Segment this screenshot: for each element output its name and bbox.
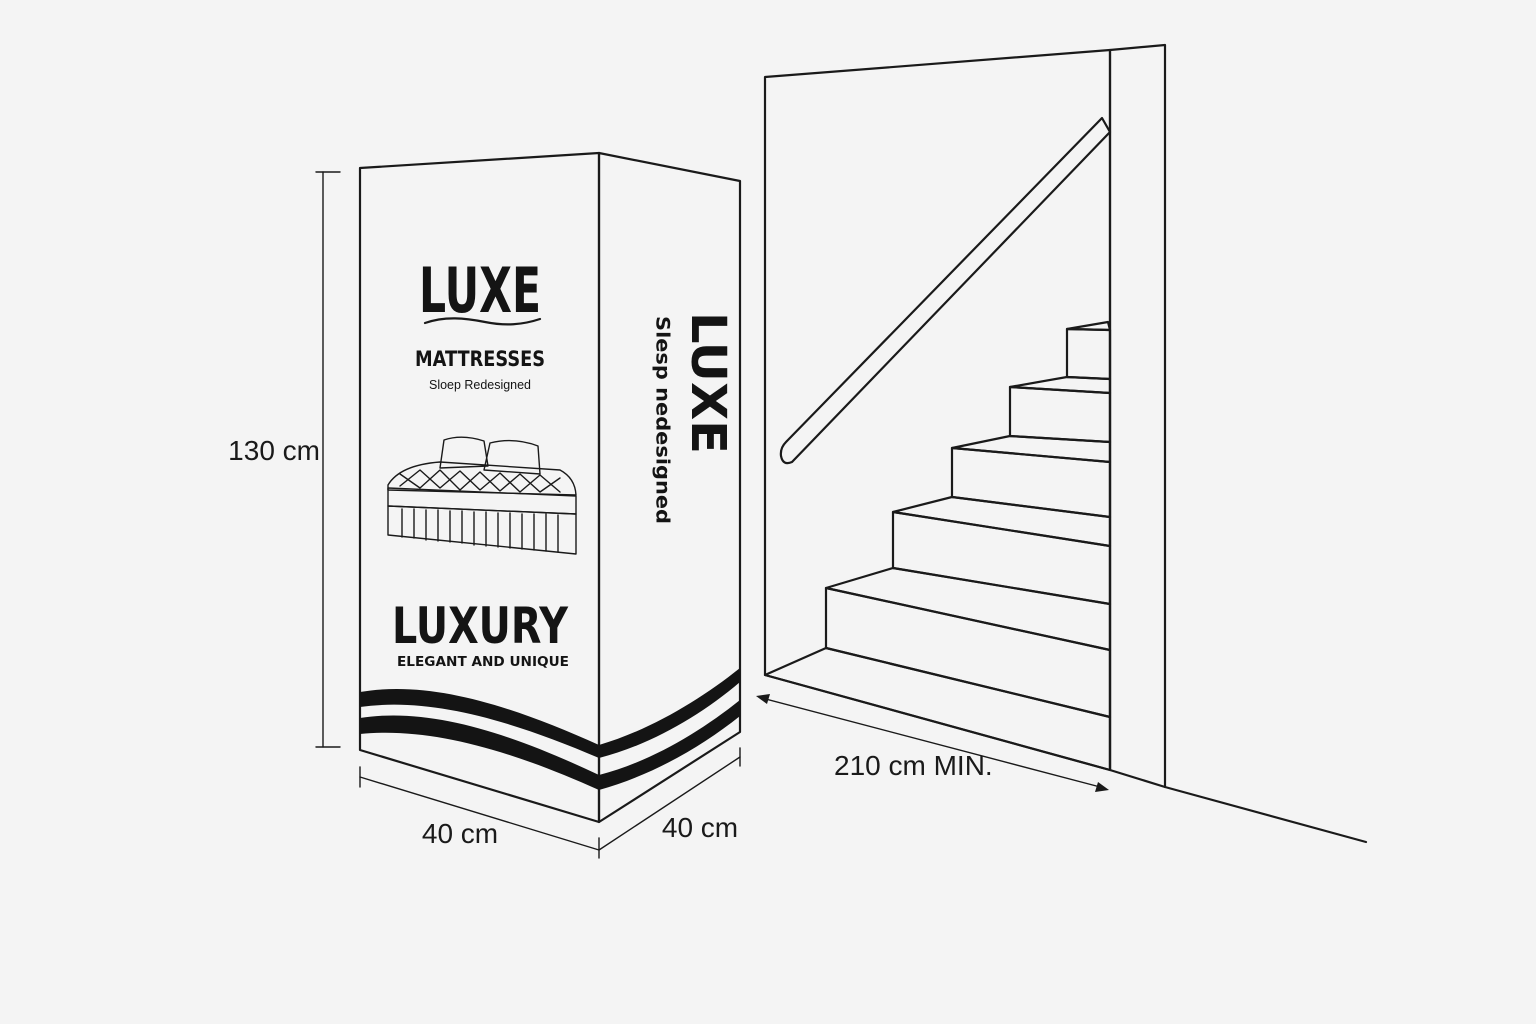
staircase-icon: [763, 320, 1112, 772]
mattress-illustration-icon: [387, 436, 577, 555]
stairwell: 210 cm MIN.: [756, 43, 1368, 844]
wave-stripes-icon: [360, 668, 740, 790]
height-dimension: 130 cm: [228, 171, 341, 748]
width-dimension: 40 cm: [359, 766, 600, 859]
clearance-label: 210 cm MIN.: [834, 750, 993, 781]
side-tagline: Slesp nedesigned: [652, 316, 674, 524]
door-jamb: [1108, 43, 1167, 789]
front-subline: ELEGANT AND UNIQUE: [397, 655, 569, 670]
logo-underline-swoosh: [423, 317, 542, 326]
front-brand-logo: LUXE: [419, 254, 541, 327]
front-category: MATTRESSES: [415, 347, 545, 371]
front-headline: LUXURY: [392, 597, 569, 655]
box-side-face: [597, 151, 742, 824]
floor-line: [1163, 785, 1368, 844]
depth-label: 40 cm: [662, 812, 738, 843]
depth-dimension: 40 cm: [598, 747, 741, 851]
side-brand-logo: LUXE: [680, 312, 736, 454]
handrail-icon: [779, 116, 1112, 465]
width-label: 40 cm: [422, 818, 498, 849]
clearance-dimension: 210 cm MIN.: [756, 694, 1109, 792]
front-tagline: Sloep Redesigned: [429, 377, 531, 392]
mattress-box: LUXE MATTRESSES Sloep Redesigned LUXURY …: [228, 151, 742, 859]
height-label: 130 cm: [228, 435, 320, 466]
